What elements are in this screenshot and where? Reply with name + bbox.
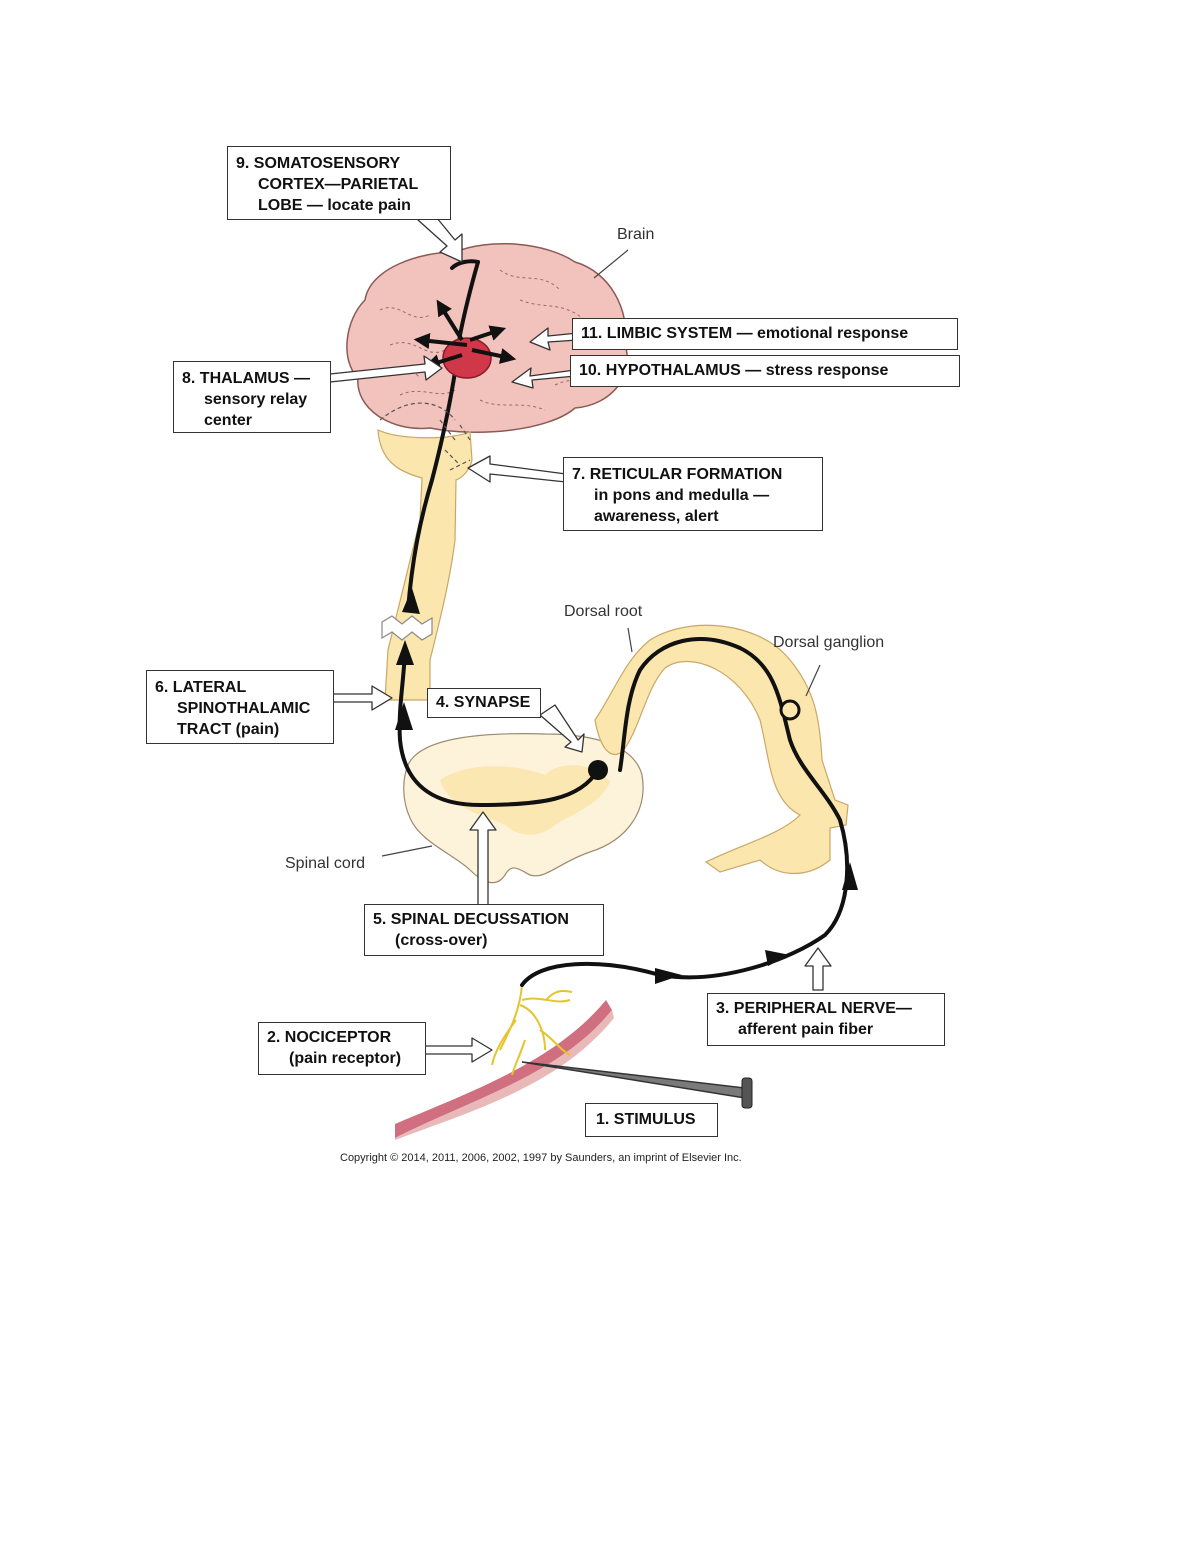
label-thalamus: 8. THALAMUS — sensory relay center bbox=[173, 361, 331, 433]
label-line: afferent pain fiber bbox=[738, 1021, 874, 1038]
label-stimulus: 1. STIMULUS bbox=[585, 1103, 718, 1137]
label-line: 4. SYNAPSE bbox=[436, 694, 531, 711]
label-line: 7. RETICULAR FORMATION bbox=[572, 466, 783, 483]
label-line: 5. SPINAL DECUSSATION bbox=[373, 911, 569, 928]
brain-stem bbox=[377, 429, 473, 701]
leader-lines bbox=[381, 249, 821, 857]
label-dorsal-root: Dorsal root bbox=[564, 603, 643, 620]
nociceptor-endings bbox=[491, 984, 573, 1076]
synapse-dot bbox=[588, 760, 608, 780]
label-line: sensory relay bbox=[204, 391, 308, 408]
label-line: 1. STIMULUS bbox=[596, 1111, 696, 1128]
label-dorsal-ganglion: Dorsal ganglion bbox=[773, 634, 885, 651]
label-line: LOBE — locate pain bbox=[258, 197, 411, 214]
tract-break bbox=[381, 615, 433, 641]
label-line: in pons and medulla — bbox=[594, 487, 770, 504]
copyright-notice: Copyright © 2014, 2011, 2006, 2002, 1997… bbox=[340, 1152, 742, 1164]
label-line: 2. NOCICEPTOR bbox=[267, 1029, 392, 1046]
label-peripheral-nerve: 3. PERIPHERAL NERVE— afferent pain fiber bbox=[707, 993, 945, 1046]
thalamus bbox=[442, 337, 492, 379]
label-spinal-cord: Spinal cord bbox=[285, 855, 366, 872]
label-synapse: 4. SYNAPSE bbox=[427, 688, 541, 718]
label-line: 3. PERIPHERAL NERVE— bbox=[716, 1000, 912, 1017]
label-brain: Brain bbox=[617, 226, 655, 243]
label-spinal-decussation: 5. SPINAL DECUSSATION (cross-over) bbox=[364, 904, 604, 956]
label-line: CORTEX—PARIETAL bbox=[258, 176, 419, 193]
dorsal-ganglion-loop bbox=[779, 699, 801, 721]
skin-layer bbox=[395, 1000, 612, 1138]
label-line: 10. HYPOTHALAMUS — stress response bbox=[579, 362, 889, 379]
label-line: 9. SOMATOSENSORY bbox=[236, 155, 401, 172]
label-line: 8. THALAMUS — bbox=[182, 370, 310, 387]
label-somatosensory-cortex: 9. SOMATOSENSORY CORTEX—PARIETAL LOBE — … bbox=[227, 146, 451, 220]
label-line: (pain receptor) bbox=[289, 1050, 402, 1067]
label-line: awareness, alert bbox=[594, 508, 719, 525]
label-line: 11. LIMBIC SYSTEM — emotional response bbox=[581, 325, 909, 342]
pathway-arrowheads bbox=[395, 588, 858, 984]
label-line: 6. LATERAL bbox=[155, 679, 247, 696]
callout-arrows bbox=[329, 211, 832, 1063]
thalamus-radiations bbox=[413, 299, 517, 370]
label-nociceptor: 2. NOCICEPTOR (pain receptor) bbox=[258, 1022, 426, 1075]
gray-matter bbox=[440, 765, 610, 835]
label-line: TRACT (pain) bbox=[177, 721, 280, 738]
label-lateral-spinothalamic-tract: 6. LATERAL SPINOTHALAMIC TRACT (pain) bbox=[146, 670, 334, 744]
label-reticular-formation: 7. RETICULAR FORMATION in pons and medul… bbox=[563, 457, 823, 531]
label-line: (cross-over) bbox=[395, 932, 488, 949]
nail-stimulus bbox=[521, 1061, 753, 1109]
label-line: SPINOTHALAMIC bbox=[177, 700, 311, 717]
label-hypothalamus: 10. HYPOTHALAMUS — stress response bbox=[570, 355, 960, 387]
reticular-fibers bbox=[379, 402, 471, 471]
dorsal-root bbox=[594, 624, 849, 875]
label-line: center bbox=[204, 412, 253, 429]
label-limbic-system: 11. LIMBIC SYSTEM — emotional response bbox=[572, 318, 958, 350]
